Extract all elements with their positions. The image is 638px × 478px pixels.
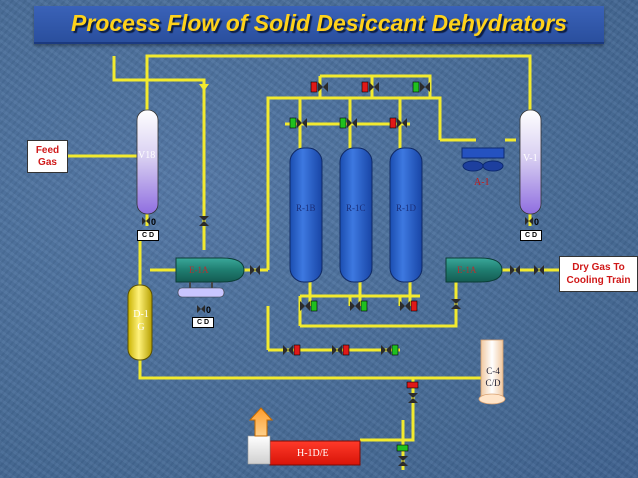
page-title: Process Flow of Solid Desiccant Dehydrat… xyxy=(71,10,567,36)
valve-green-icon xyxy=(300,300,318,312)
valve-green-icon xyxy=(350,300,368,312)
valve-green-icon xyxy=(381,344,399,356)
valve-red-icon xyxy=(310,81,328,93)
valve-icon xyxy=(398,456,408,466)
valve-red-icon xyxy=(406,381,419,389)
valve-red-icon xyxy=(361,81,379,93)
valve-icon xyxy=(534,265,544,275)
cd-tag: C D xyxy=(137,230,159,241)
level-valve-icon: 0 xyxy=(525,217,539,227)
valve-green-icon xyxy=(412,81,430,93)
valve-red-icon xyxy=(332,344,350,356)
title-bar: Process Flow of Solid Desiccant Dehydrat… xyxy=(34,6,604,44)
cd-tag: C D xyxy=(520,230,542,241)
v18-label: V18 xyxy=(138,150,156,161)
drum-d1g xyxy=(127,284,153,361)
air-cooler-a1 xyxy=(461,147,505,172)
heater-label: H-1D/E xyxy=(297,448,329,459)
adsorber-beds xyxy=(289,147,423,283)
bed-r1c-label: R-1C xyxy=(346,203,366,213)
valves: 0 0 0 xyxy=(142,81,544,466)
v1-label: V-1 xyxy=(523,153,538,164)
valve-red-icon xyxy=(283,344,301,356)
exchanger-right-label: E-1A xyxy=(457,265,477,275)
valve-icon xyxy=(510,265,520,275)
svg-text:0: 0 xyxy=(151,217,156,227)
cd-tag: C D xyxy=(192,317,214,328)
svg-text:0: 0 xyxy=(206,305,211,315)
column-label: C-4 C/D xyxy=(485,366,501,388)
heater-h1de xyxy=(247,407,361,466)
bed-r1d-label: R-1D xyxy=(396,203,416,213)
exchanger-right xyxy=(445,257,503,283)
bed-r1b-label: R-1B xyxy=(296,203,316,213)
valve-red-icon xyxy=(400,300,418,312)
drum-label: D-1 G xyxy=(133,309,149,333)
inlet-separator-v18 xyxy=(136,109,159,215)
exchanger-left-label: E-1A xyxy=(189,265,209,275)
valve-icon xyxy=(408,393,418,403)
valve-icon xyxy=(451,299,461,309)
svg-text:0: 0 xyxy=(534,217,539,227)
valve-icon xyxy=(250,265,260,275)
valve-red-icon xyxy=(389,117,407,129)
valve-green-icon xyxy=(396,444,409,452)
valve-green-icon xyxy=(289,117,307,129)
dry-gas-label: Dry Gas To Cooling Train xyxy=(559,256,638,292)
air-cooler-label: A-1 xyxy=(474,177,490,188)
column-c4 xyxy=(478,339,506,405)
outlet-separator-v1 xyxy=(519,109,542,215)
valve-green-icon xyxy=(339,117,357,129)
feed-gas-label: Feed Gas xyxy=(27,140,68,173)
level-valve-icon: 0 xyxy=(142,217,156,227)
level-valve-icon: 0 xyxy=(197,305,211,315)
flow-arrow-icon xyxy=(199,84,209,91)
exchanger-left xyxy=(175,257,245,298)
valve-icon xyxy=(199,216,209,226)
